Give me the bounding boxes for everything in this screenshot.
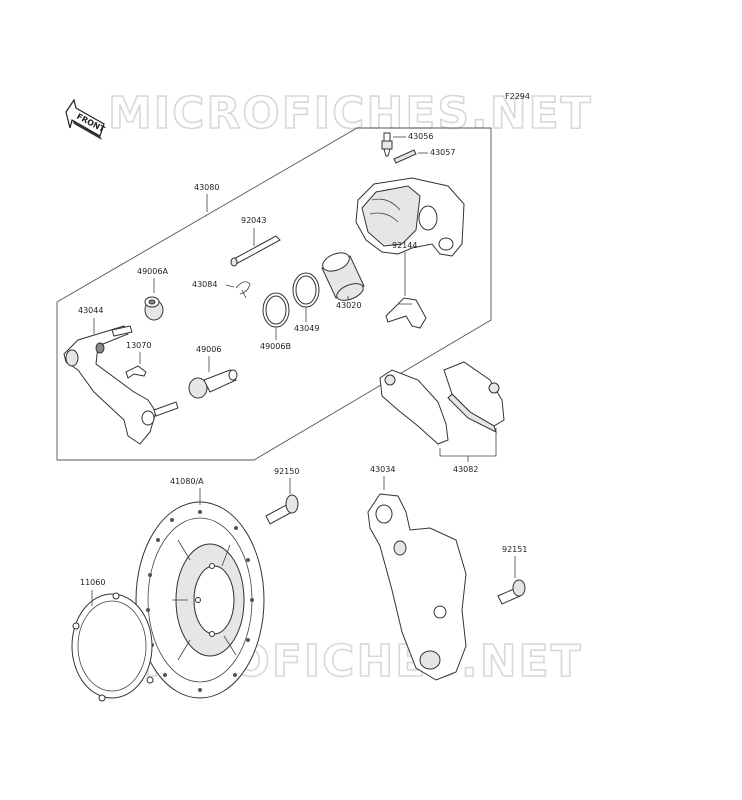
caliper-bracket [63, 325, 179, 445]
brake-disc [135, 501, 265, 699]
label-43044: 43044 [78, 306, 103, 315]
gasket [71, 592, 154, 702]
boot-49006 [188, 369, 238, 399]
label-49006b: 49006B [260, 342, 291, 351]
label-43057: 43057 [430, 148, 455, 157]
pin-clip [235, 281, 251, 299]
label-43084: 43084 [192, 280, 217, 289]
caliper-pin [230, 235, 281, 267]
caliper-assembly-outline [56, 127, 492, 461]
label-41080a: 41080/A [170, 477, 204, 486]
label-43034: 43034 [370, 465, 395, 474]
label-11060: 11060 [80, 578, 105, 587]
brake-pads [379, 361, 505, 445]
pad-spring-92144 [385, 297, 427, 329]
caliper-body [355, 177, 465, 257]
label-43049: 43049 [294, 324, 319, 333]
caliper-holder [367, 493, 467, 681]
label-43082: 43082 [453, 465, 478, 474]
label-92144: 92144 [392, 241, 417, 250]
label-92150: 92150 [274, 467, 299, 476]
label-49006: 49006 [196, 345, 221, 354]
label-43056: 43056 [408, 132, 433, 141]
boot-49006a [144, 296, 164, 321]
piston [321, 252, 365, 301]
label-49006a: 49006A [137, 267, 168, 276]
pad-spring [125, 365, 147, 379]
disc-bolt [265, 494, 299, 525]
label-92043: 92043 [241, 216, 266, 225]
figure-code: F2294 [505, 92, 530, 101]
label-13070: 13070 [126, 341, 151, 350]
watermark-top: MICROFICHES.NET [108, 88, 593, 139]
holder-bolt [497, 579, 526, 605]
bleeder-valve [381, 132, 393, 157]
label-43020: 43020 [336, 301, 361, 310]
front-arrow-icon: FRONT [65, 98, 107, 140]
label-43080: 43080 [194, 183, 219, 192]
bleeder-cap [393, 149, 417, 164]
label-92151: 92151 [502, 545, 527, 554]
